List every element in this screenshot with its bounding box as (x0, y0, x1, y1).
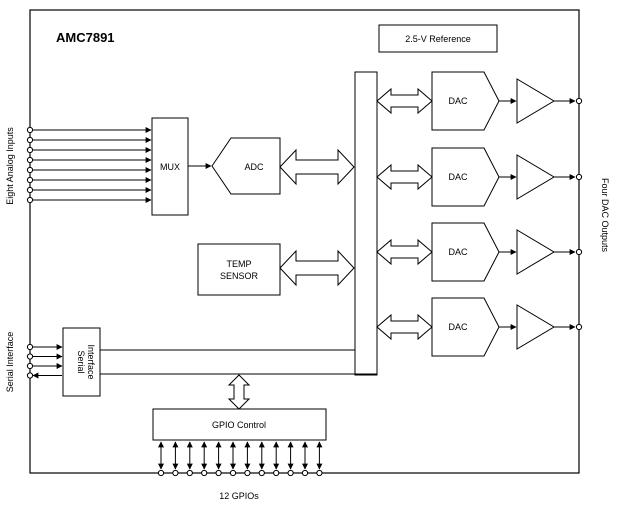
gpio-pin (201, 469, 208, 477)
dac-label: DAC (448, 322, 468, 332)
adc-bus-arrow (279, 148, 355, 186)
reference-block (378, 24, 498, 53)
temp-bus-arrow (279, 249, 355, 287)
serial-pin (26, 372, 34, 379)
chip-outline (29, 9, 580, 474)
analog-input-pin (26, 136, 34, 144)
bus-gpio-arrow (227, 374, 251, 410)
gpio-pin (316, 469, 323, 477)
gpio-pin (287, 469, 294, 477)
analog-input-pin (26, 166, 34, 174)
gpio-pin (215, 469, 222, 477)
analog-input-pin (26, 186, 34, 194)
gpio-pin (244, 469, 251, 477)
gpio-pin (258, 469, 265, 477)
gpio-pin (229, 469, 237, 477)
gpio-control-block (152, 408, 327, 441)
serial-interface-side-label: Serial Interface (5, 332, 15, 393)
analog-input-pin (26, 176, 34, 184)
dac-channels: DAC DAC DAC DAC (376, 71, 583, 357)
serial-interface-block (62, 327, 101, 397)
gpios-label: 12 GPIOs (219, 491, 259, 501)
serial-lines (26, 343, 63, 379)
dac-output-pin (575, 323, 583, 331)
output-amplifier (516, 229, 555, 275)
analog-input-pin (26, 196, 34, 204)
dac-block (431, 71, 500, 131)
gpio-pin (301, 469, 309, 477)
temp-sensor-block (197, 243, 281, 296)
analog-input-pin (26, 146, 34, 154)
dac-label: DAC (448, 247, 468, 257)
gpio-pin (273, 469, 280, 477)
bus-dac-arrow (376, 163, 433, 191)
bus-dac-arrow (376, 87, 433, 115)
output-amplifier (516, 78, 555, 124)
serial-interface-label-line1: Serial (76, 350, 86, 373)
gpio-control-label: GPIO Control (212, 420, 266, 430)
serial-pin (26, 353, 34, 360)
dac-block (431, 222, 500, 282)
gpio-pin (157, 469, 165, 477)
dac-output-pin (575, 97, 583, 105)
bus-dac-arrow (376, 238, 433, 266)
output-amplifier (516, 304, 555, 350)
adc-block (211, 137, 281, 195)
reference-label: 2.5-V Reference (405, 34, 471, 44)
internal-bus (354, 71, 378, 376)
analog-inputs-label: Eight Analog Inputs (5, 127, 15, 205)
dac-label: DAC (448, 96, 468, 106)
temp-sensor-label-line1: TEMP (226, 259, 251, 269)
serial-pin (26, 343, 34, 351)
serial-interface-label-line2: Interface (86, 344, 96, 379)
mux-block (151, 117, 189, 216)
serial-to-bus-line-1 (100, 340, 356, 351)
gpio-pin (186, 469, 193, 477)
mux-label: MUX (160, 162, 180, 172)
serial-to-bus-line-2 (100, 360, 378, 375)
analog-input-pin (26, 156, 34, 164)
gpio-pins (157, 441, 323, 477)
adc-label: ADC (244, 162, 264, 172)
serial-pin (26, 362, 34, 370)
dac-output-pin (575, 248, 583, 256)
output-amplifier (516, 154, 555, 200)
dac-label: DAC (448, 172, 468, 182)
gpio-pin (172, 469, 179, 477)
chip-name: AMC7891 (56, 30, 115, 45)
bus-dac-arrow (376, 313, 433, 341)
dac-outputs-label: Four DAC Outputs (600, 178, 610, 253)
analog-inputs (26, 126, 152, 204)
analog-input-pin (26, 126, 34, 134)
dac-block (431, 297, 500, 357)
dac-block (431, 147, 500, 207)
temp-sensor-label-line2: SENSOR (220, 271, 259, 281)
dac-output-pin (575, 173, 583, 181)
